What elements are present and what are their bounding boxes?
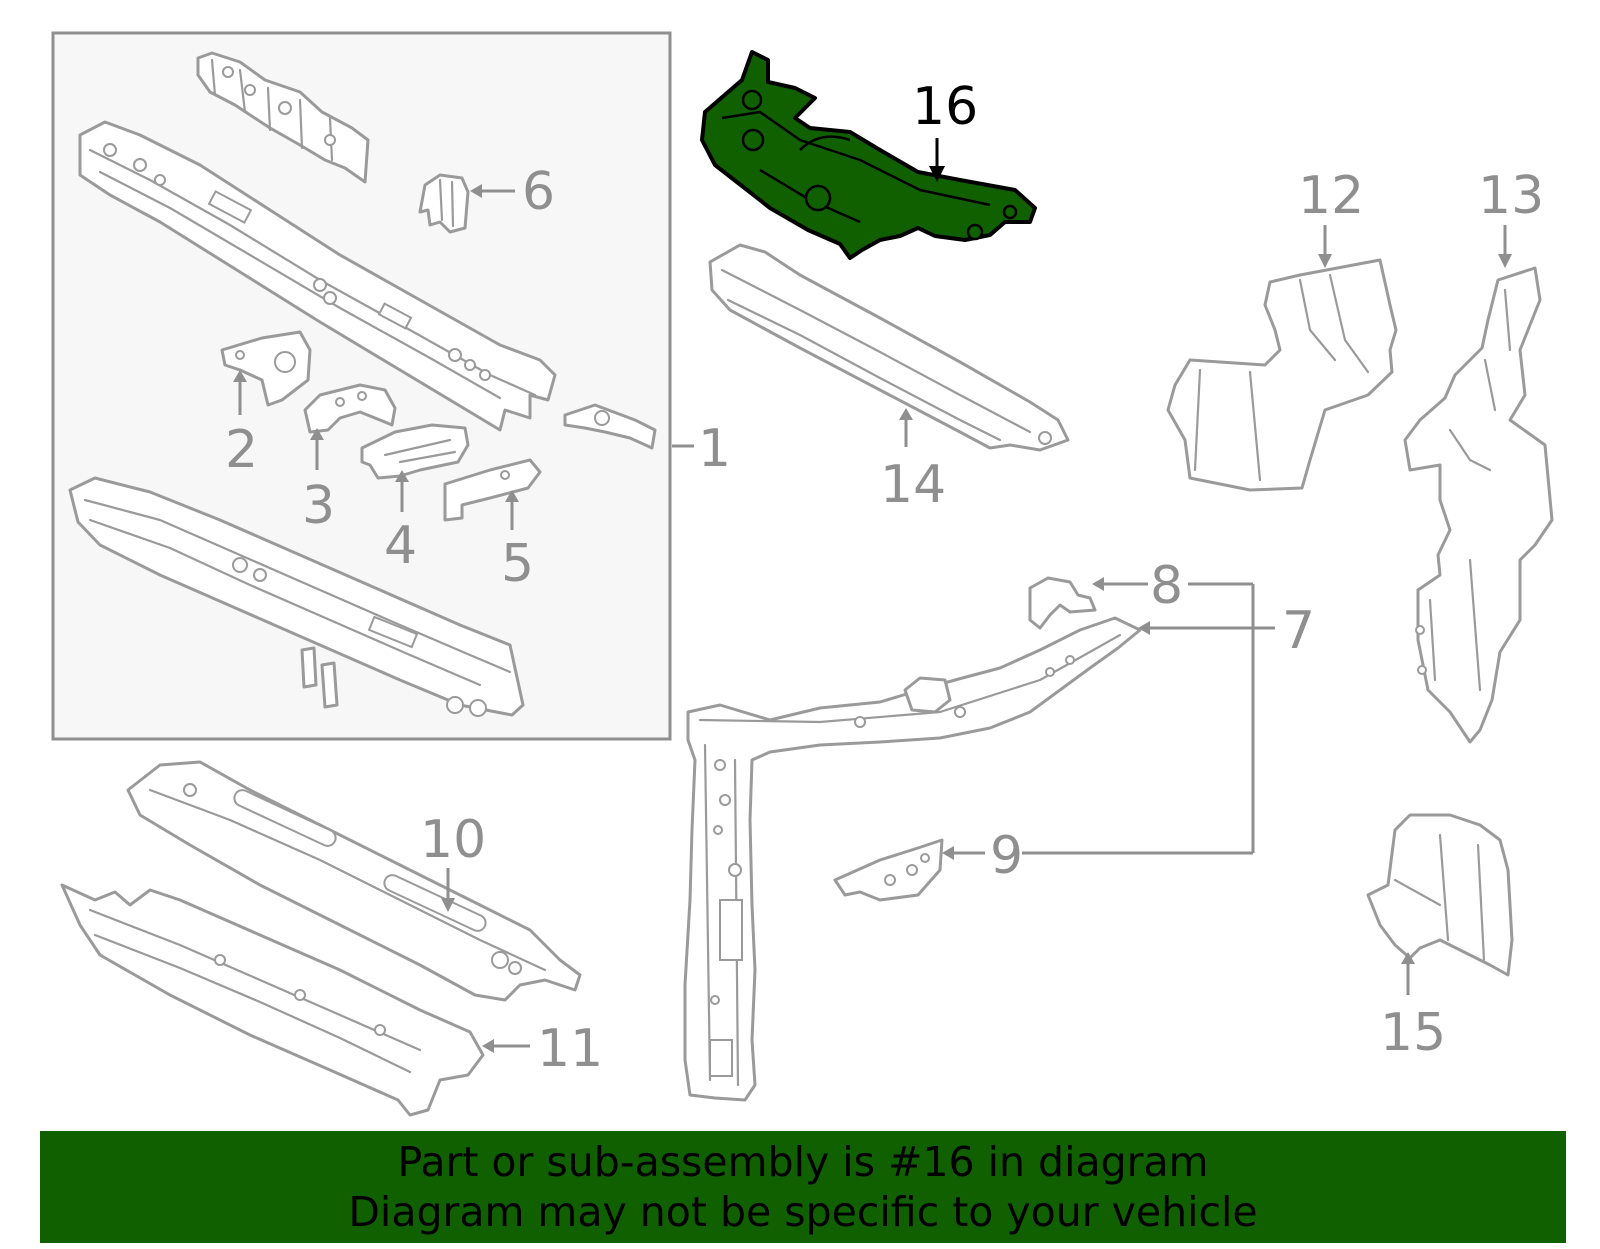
part-13 (1403, 266, 1554, 744)
callout-13[interactable]: 13 (1478, 166, 1544, 268)
part-upper-beam (78, 120, 557, 432)
callout-label: 16 (912, 77, 978, 137)
callout-3[interactable]: 3 (302, 428, 335, 536)
banner-line-disclaimer: Diagram may not be specific to your vehi… (348, 1188, 1258, 1236)
part-5 (443, 458, 542, 522)
part-lower-beam (68, 476, 525, 717)
callout-label: 9 (990, 826, 1023, 886)
callout-14[interactable]: 14 (880, 408, 946, 515)
part-4 (360, 423, 470, 480)
part-9 (833, 838, 944, 902)
callout-4[interactable]: 4 (384, 470, 417, 576)
callout-label: 15 (1380, 1003, 1446, 1063)
part-12 (1166, 258, 1398, 492)
part-6 (418, 173, 470, 234)
callout-label: 11 (537, 1019, 603, 1079)
callout-6[interactable]: 6 (470, 162, 555, 222)
callout-label: 8 (1150, 556, 1183, 616)
callout-label: 14 (880, 455, 946, 515)
callout-16[interactable]: 16 (912, 77, 978, 182)
callout-label: 5 (501, 534, 534, 594)
callout-9[interactable]: 9 (942, 826, 1023, 886)
callout-1[interactable]: 1 (672, 419, 731, 479)
callout-label: 3 (302, 476, 335, 536)
info-banner: Part or sub-assembly is #16 in diagram D… (40, 1131, 1566, 1243)
callout-bracket-7-9 (1022, 584, 1255, 855)
part-11 (60, 883, 485, 1117)
part-16-highlighted[interactable] (700, 50, 1037, 260)
callout-label: 6 (522, 162, 555, 222)
callout-label: 1 (698, 419, 731, 479)
part-top-bracket (196, 51, 370, 184)
callout-5[interactable]: 5 (501, 490, 534, 594)
callout-label: 12 (1298, 166, 1364, 226)
banner-line-part: Part or sub-assembly is #16 in diagram (397, 1138, 1209, 1186)
callout-2[interactable]: 2 (225, 370, 258, 480)
part-tiny-clips (300, 646, 339, 709)
callout-label: 4 (384, 516, 417, 576)
part-7 (683, 616, 1142, 1102)
callout-8[interactable]: 8 (1092, 556, 1253, 616)
callout-label: 2 (225, 420, 258, 480)
part-3 (303, 383, 397, 434)
part-small-plate (563, 403, 657, 450)
callout-11[interactable]: 11 (482, 1019, 603, 1079)
part-14 (708, 243, 1070, 452)
part-2 (220, 330, 312, 407)
part-8 (1028, 576, 1097, 630)
callout-label: 7 (1282, 601, 1315, 661)
callout-label: 10 (420, 810, 486, 870)
part-10 (126, 760, 582, 1002)
callout-15[interactable]: 15 (1380, 952, 1446, 1063)
callout-label: 13 (1478, 166, 1544, 226)
part-15 (1366, 813, 1514, 977)
callout-12[interactable]: 12 (1298, 166, 1364, 268)
callout-10[interactable]: 10 (420, 810, 486, 912)
